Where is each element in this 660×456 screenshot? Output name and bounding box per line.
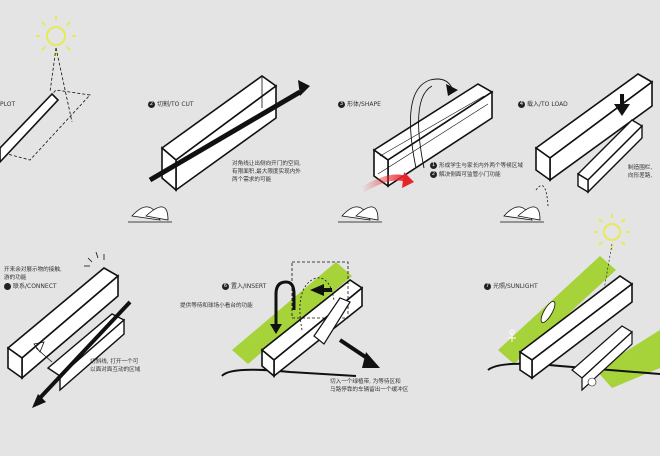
- step-title: 光照/SUNLIGHT: [493, 283, 538, 290]
- step-number: 2: [148, 101, 155, 108]
- note-line: 对角线让出侧向开门的空间,: [232, 161, 301, 167]
- arrow-icon: [148, 89, 302, 183]
- panel-cut: [128, 75, 310, 223]
- note-load: 制造围栏, 向形差路,: [628, 164, 652, 180]
- note-line: 切斜线, 打开一个可: [90, 359, 139, 365]
- note-line: 有限面积,最大限度实现内外: [232, 169, 301, 175]
- note-line: 切入一个绿植带, 为等待区和: [330, 379, 401, 385]
- leaf-icon: [500, 206, 544, 223]
- note-cut: 对角线让出侧向开门的空间, 有限面积,最大限度实现内外 两个需求的可能: [232, 160, 301, 184]
- building-volume: [0, 92, 60, 164]
- person-icon: [508, 329, 516, 342]
- note-connect-top: 开来余对展示物的接触, 游的功能: [4, 266, 62, 282]
- note-line: 马路停靠的车辆留出一个缓冲区: [330, 387, 409, 393]
- note-line: 两个需求的可能: [232, 177, 272, 183]
- step-number: 6: [222, 283, 229, 290]
- note-insert-bottom: 切入一个绿植带, 为等待区和 马路停靠的车辆留出一个缓冲区: [330, 378, 408, 394]
- panel-connect: [6, 251, 132, 408]
- sun-icon: [36, 16, 76, 56]
- note-line: 提供等待和球场小看台的功能: [180, 303, 253, 309]
- green-strip: [498, 256, 616, 364]
- step-number: 3: [338, 101, 345, 108]
- note-line: 以面对面互动的区域: [90, 367, 141, 373]
- step-title: 联系/CONNECT: [13, 283, 57, 290]
- step-title: 形体/SHAPE: [347, 101, 381, 108]
- note-connect-bottom: 切斜线, 打开一个可 以面对面互动的区域: [90, 358, 140, 374]
- step-title: 置入/INSERT: [231, 283, 267, 290]
- step-number: 7: [484, 283, 491, 290]
- note-line: 开来余对展示物的接触,: [4, 267, 62, 273]
- note-line: 向形差路,: [628, 173, 653, 179]
- note-line: 游的功能: [4, 275, 27, 281]
- panel-load: [500, 73, 654, 223]
- step-title: 切割/TO CUT: [157, 101, 194, 108]
- sun-icon: [594, 214, 630, 250]
- step-label-connect: 联系/CONNECT: [4, 283, 57, 291]
- step-number: 4: [518, 101, 525, 108]
- step-label-plot: PLOT: [0, 101, 15, 109]
- panel-plot: [0, 16, 91, 164]
- note-line: 形成学生与家长内外两个等候区域: [439, 163, 523, 169]
- note-line: 解决侧面可监管小门功能: [439, 172, 501, 178]
- panel-shape: [338, 78, 494, 223]
- arrow-icon: [36, 300, 132, 402]
- panel-insert: [221, 261, 380, 378]
- note-line: 制造围栏,: [628, 165, 653, 171]
- step-number-dot: [4, 283, 11, 290]
- leaf-icon: [128, 206, 172, 223]
- step-title: PLOT: [0, 101, 16, 108]
- panel-sunlight: [487, 214, 660, 392]
- note-insert-top: 提供等待和球场小看台的功能: [180, 302, 253, 310]
- step-title: 载入/TO LOAD: [527, 101, 568, 108]
- leaf-icon: [338, 206, 382, 223]
